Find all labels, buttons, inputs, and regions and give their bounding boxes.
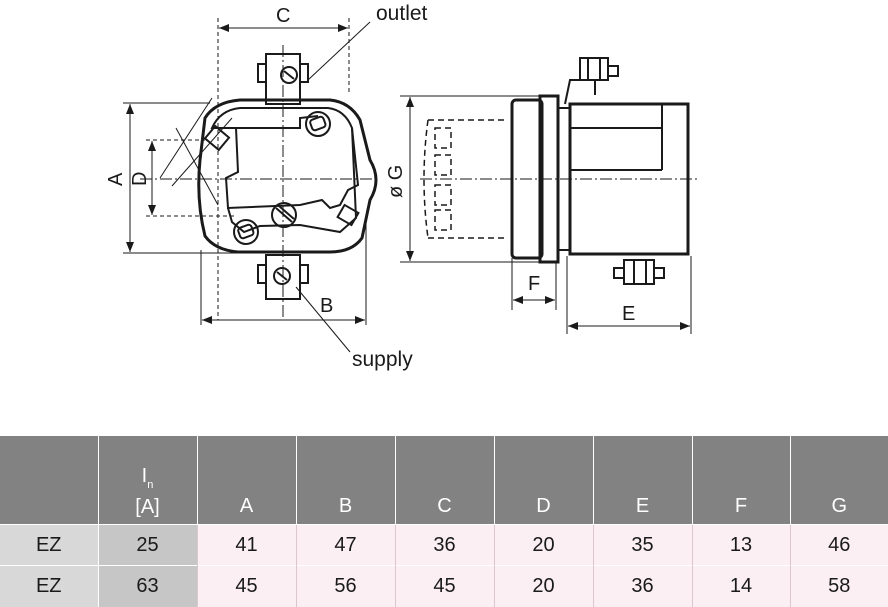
dim-cell-c: 45 [394, 565, 494, 607]
dim-label-b: B [320, 295, 333, 317]
dim-cell-g: 58 [789, 565, 888, 607]
header-dim-e: E [592, 436, 692, 525]
dim-cell-c: 36 [394, 524, 494, 566]
header-dim-g: G [789, 436, 888, 525]
dim-cell-b: 47 [295, 524, 395, 566]
header-dim-c: C [394, 436, 494, 525]
dim-cell-d: 20 [493, 524, 593, 566]
header-type-cell [0, 436, 98, 525]
spec-table: In [A] A B C D E F G EZ 25 41 47 36 20 35… [0, 436, 888, 607]
supply-label: supply [352, 348, 413, 371]
current-subscript: n [147, 479, 154, 491]
dim-label-c: C [276, 5, 290, 27]
header-dim-f: F [691, 436, 790, 525]
current-unit: [A] [135, 496, 160, 518]
table-row: EZ 25 41 47 36 20 35 13 46 [0, 524, 888, 566]
dim-cell-f: 13 [691, 524, 790, 566]
table-header-row: In [A] A B C D E F G [0, 436, 888, 525]
dim-label-a: A [105, 172, 127, 186]
current-symbol: I [141, 465, 148, 487]
dim-cell-b: 56 [295, 565, 395, 607]
dim-label-e: E [622, 303, 635, 325]
dim-cell-f: 14 [691, 565, 790, 607]
dim-cell-a: 45 [196, 565, 296, 607]
dim-label-g: ø G [385, 165, 407, 198]
header-dim-d: D [493, 436, 593, 525]
type-cell: EZ [0, 524, 98, 566]
header-dim-b: B [295, 436, 395, 525]
header-dim-a: A [196, 436, 296, 525]
dim-cell-d: 20 [493, 565, 593, 607]
dim-cell-a: 41 [196, 524, 296, 566]
front-view [123, 18, 380, 353]
type-cell: EZ [0, 565, 98, 607]
current-cell: 63 [97, 565, 197, 607]
dim-label-f: F [528, 273, 540, 295]
current-cell: 25 [97, 524, 197, 566]
technical-drawing: outlet supply C B A D ø G F E [105, 2, 700, 371]
outlet-label: outlet [376, 2, 428, 25]
dim-cell-g: 46 [789, 524, 888, 566]
dim-cell-e: 36 [592, 565, 692, 607]
dim-label-d: D [129, 172, 151, 186]
dim-cell-e: 35 [592, 524, 692, 566]
table-row: EZ 63 45 56 45 20 36 14 58 [0, 565, 888, 607]
side-view [400, 57, 700, 334]
header-current-cell: In [A] [97, 436, 197, 525]
